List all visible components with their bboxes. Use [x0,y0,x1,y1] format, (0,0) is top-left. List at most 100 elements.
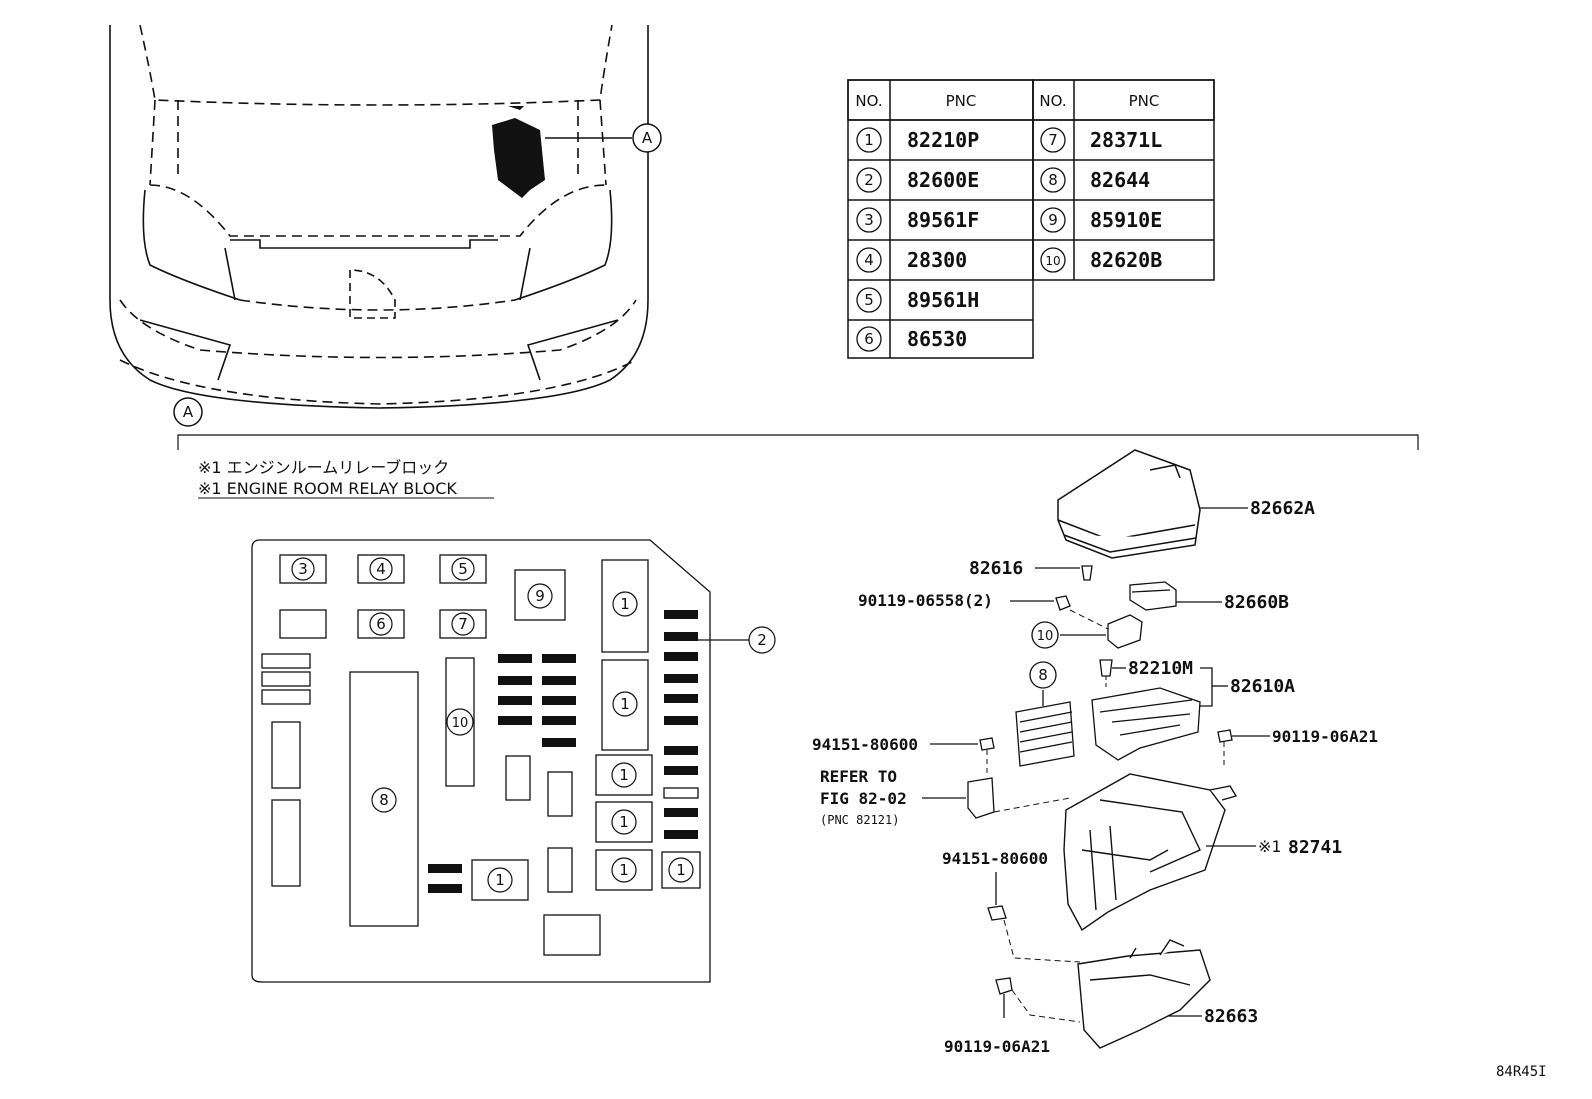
nut-94151-upper [979,737,995,751]
table-row: 2 82600E [856,167,979,193]
table-row: 8 82644 [1040,167,1150,193]
block-82610a [1091,687,1201,761]
label-90119-06a21-right: 90119-06A21 [1272,727,1378,746]
svg-text:10: 10 [1045,254,1060,268]
svg-text:10: 10 [452,716,469,731]
label-82610a: 82610A [1230,676,1295,697]
table-row: 1 82210P [856,127,979,153]
block-82741 [1063,773,1238,932]
svg-text:A: A [642,129,653,147]
svg-text:85910E: 85910E [1090,208,1162,232]
figure-code: 84R45I [1496,1064,1547,1080]
svg-text:86530: 86530 [907,327,967,351]
label-82663: 82663 [1204,1006,1258,1027]
svg-text:89561H: 89561H [907,288,979,312]
bolt-90119-06a21-right [1217,729,1233,743]
pnc-table [847,79,1215,359]
label-94151-80600-upper: 94151-80600 [812,735,918,754]
label-82616: 82616 [969,558,1023,579]
label-90119-06a21-bottom: 90119-06A21 [944,1037,1050,1056]
svg-text:1: 1 [676,861,686,879]
table-row: 5 89561H [856,287,979,313]
bracket-82121 [967,777,995,819]
callout-10: 10 [1037,629,1054,644]
label-block-mark: ※1 [1258,837,1281,856]
table-rows-right: 7 28371L 8 82644 9 85910E 10 82620B [1040,127,1162,273]
note-japanese: ※1 エンジンルームリレーブロック [198,458,449,477]
svg-text:6: 6 [376,615,386,633]
layout-callout-labels: 3 4 5 6 7 9 1 1 1 1 1 1 1 8 10 2 [298,560,767,889]
svg-text:5: 5 [458,560,468,578]
label-82741: 82741 [1288,837,1342,858]
bolt-90119-06a21-bottom [995,977,1013,1018]
cover-82662a [1057,449,1201,559]
table-row: 3 89561F [856,207,979,233]
svg-text:7: 7 [1048,131,1058,149]
table-row: 10 82620B [1040,247,1162,273]
relay-block-silhouette [492,106,545,198]
table-row: 9 85910E [1040,207,1162,233]
part-10 [1107,614,1143,649]
nut-94151-lower [987,905,1007,921]
car-front-outline [109,24,649,409]
refer-to-line3: (PNC 82121) [820,813,899,827]
note-english: ※1 ENGINE ROOM RELAY BLOCK [198,479,457,498]
callout-a-top: A [632,123,662,153]
fuse-slots [428,610,698,893]
svg-text:4: 4 [376,560,386,578]
label-94151-80600-lower: 94151-80600 [942,849,1048,868]
refer-to-line1: REFER TO [820,767,897,786]
svg-text:1: 1 [495,871,505,889]
svg-text:6: 6 [864,330,874,348]
svg-text:3: 3 [864,211,874,229]
svg-text:28300: 28300 [907,248,967,272]
table-header-pnc-right: PNC [1129,92,1160,110]
label-82660b: 82660B [1224,592,1289,613]
table-row: 7 28371L [1040,127,1162,153]
layout-callouts [291,557,776,893]
svg-text:82644: 82644 [1090,168,1150,192]
svg-text:A: A [183,403,194,421]
lower-cover-82663 [1077,939,1211,1049]
svg-text:1: 1 [619,813,629,831]
part-8-module [1015,701,1075,767]
table-row: 6 86530 [856,326,967,352]
svg-text:89561F: 89561F [907,208,979,232]
label-90119-06558: 90119-06558(2) [858,591,993,610]
refer-to-line2: FIG 82-02 [820,789,907,808]
svg-text:7: 7 [458,615,468,633]
svg-text:82620B: 82620B [1090,248,1162,272]
callout-a-section: A [173,397,203,427]
svg-text:1: 1 [619,766,629,784]
label-82210m: 82210M [1128,658,1193,679]
table-header-no-left: NO. [855,92,882,110]
svg-text:82600E: 82600E [907,168,979,192]
relay-block-layout [251,539,711,983]
table-rows-left: 1 82210P 2 82600E 3 89561F 4 28300 5 895… [856,127,979,352]
svg-text:1: 1 [620,595,630,613]
table-header-no-right: NO. [1039,92,1066,110]
svg-text:9: 9 [535,587,545,605]
svg-text:2: 2 [757,631,767,649]
part-82616 [1081,565,1093,581]
callout-8: 8 [1038,666,1048,684]
table-row: 4 28300 [856,247,967,273]
svg-text:28371L: 28371L [1090,128,1162,152]
svg-text:1: 1 [619,861,629,879]
label-82662a: 82662A [1250,498,1315,519]
svg-text:82210P: 82210P [907,128,979,152]
svg-text:8: 8 [379,791,389,809]
table-header-pnc-left: PNC [946,92,977,110]
bolt-90119-06558 [1055,595,1071,611]
svg-text:8: 8 [1048,171,1058,189]
relay-82660b [1129,581,1177,611]
section-bracket [177,434,1419,450]
svg-text:4: 4 [864,251,874,269]
svg-text:9: 9 [1048,211,1058,229]
svg-text:5: 5 [864,291,874,309]
svg-text:3: 3 [298,560,308,578]
svg-text:1: 1 [620,695,630,713]
svg-text:1: 1 [864,131,874,149]
svg-text:2: 2 [864,171,874,189]
